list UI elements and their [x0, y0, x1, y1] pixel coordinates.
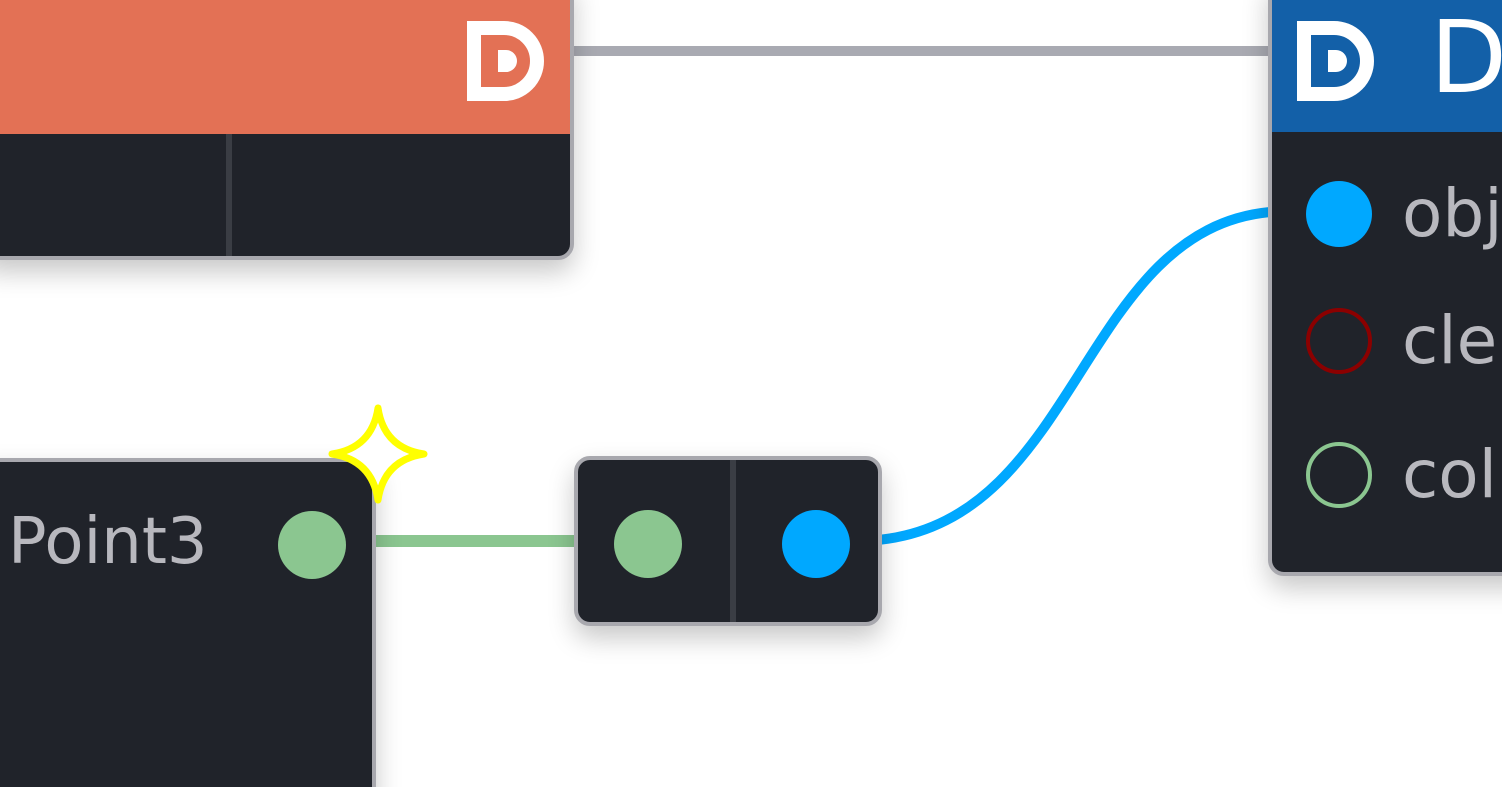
blue-node-title: D — [1430, 0, 1502, 116]
socket-label-cle: cle — [1402, 302, 1498, 379]
d-logo-icon — [467, 21, 544, 101]
socket-row-obj[interactable]: obj — [1272, 179, 1502, 249]
convert-node[interactable] — [574, 456, 882, 626]
socket-row-col[interactable]: col — [1272, 440, 1502, 510]
object-output-socket-icon[interactable] — [782, 510, 850, 578]
convert-node-divider — [730, 460, 736, 622]
sparkle-star-icon — [328, 404, 428, 504]
orange-node-header[interactable] — [0, 0, 570, 134]
point3-node-label: Point3 — [8, 505, 208, 579]
object-socket-icon[interactable] — [1306, 181, 1372, 247]
wire-convert-to-blue-object[interactable] — [877, 207, 1271, 545]
vector-output-socket-icon[interactable] — [278, 511, 346, 579]
vector-input-socket-icon[interactable] — [614, 510, 682, 578]
d-logo-icon — [1297, 21, 1374, 101]
clear-socket-icon[interactable] — [1306, 308, 1372, 374]
color-socket-icon[interactable] — [1306, 442, 1372, 508]
orange-node[interactable] — [0, 0, 574, 260]
socket-label-col: col — [1402, 436, 1498, 513]
blue-node-header[interactable]: D — [1272, 0, 1502, 132]
socket-label-obj: obj — [1402, 175, 1502, 252]
blue-node[interactable]: D obj cle col — [1268, 0, 1502, 576]
socket-row-cle[interactable]: cle — [1272, 306, 1502, 376]
orange-node-divider — [226, 134, 232, 256]
point3-node[interactable]: Point3 — [0, 458, 376, 787]
